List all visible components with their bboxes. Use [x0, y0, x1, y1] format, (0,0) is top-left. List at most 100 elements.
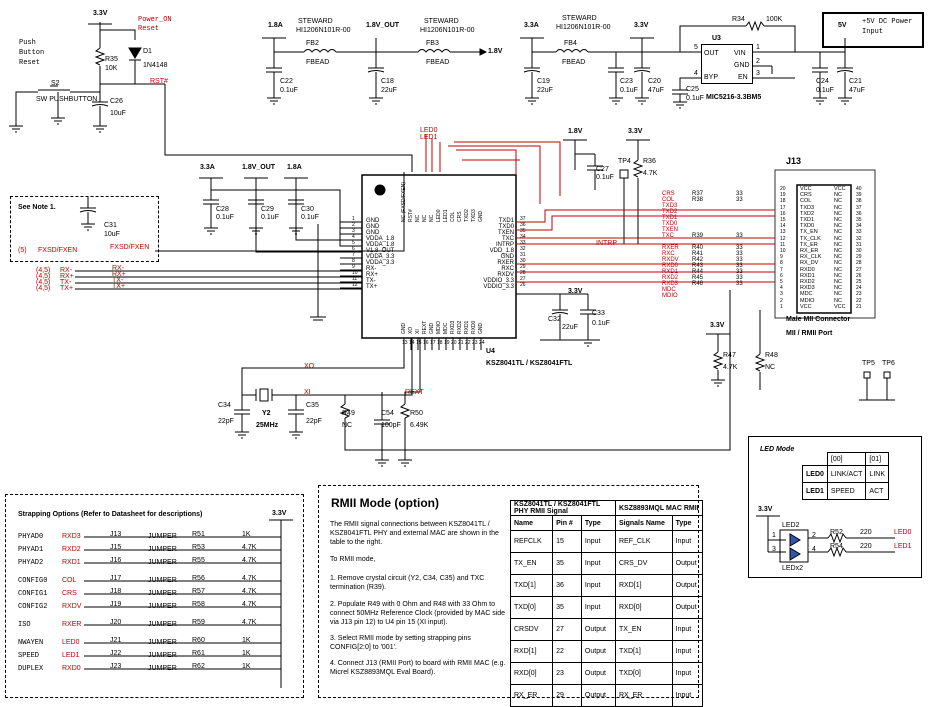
j13-right-pin: NC [834, 260, 842, 267]
strap-resistor-ref: R56 [192, 575, 205, 582]
net-ref: (4,5) [36, 267, 51, 274]
j13-right-num: 25 [856, 279, 862, 285]
net-ref: (5) [18, 247, 27, 254]
j13-left-num: 16 [780, 210, 786, 217]
d1-ref: D1 [143, 48, 152, 55]
led-mode-box [748, 436, 922, 578]
rail-label: 5V [838, 22, 847, 29]
rmii-to: To RMII mode, [330, 556, 376, 563]
rmii-step-3: 3. Select RMII mode by setting strapping… [330, 635, 471, 651]
j13-right-pin: NC [834, 285, 842, 292]
strap-signal: NWAYEN [18, 639, 44, 647]
u4-top-pin: LED0 [436, 209, 442, 222]
j13-right-pin: NC [834, 210, 842, 217]
j13-left-pin: VCC [800, 186, 812, 192]
strap-resistor-value: 1K [242, 650, 251, 657]
j13-left-pin: TXD3 [800, 204, 815, 211]
led-mode-cell: ACT [865, 482, 889, 500]
series-net-label: TXD3 [662, 203, 678, 209]
rmii-table-cell: RX_ER [509, 684, 554, 707]
r34-ref: R34 [732, 16, 745, 23]
u4-left-pin: TX+ [366, 284, 378, 290]
j13-right-num: 40 [856, 186, 862, 192]
j13-right-num: 34 [856, 223, 862, 230]
rmii-step-1: 1. Remove crystal circuit (Y2, C34, C35)… [330, 575, 485, 591]
rmii-table-cell: RXD[0] [615, 596, 673, 619]
series-resistor-value: 33 [736, 263, 743, 269]
rmii-table-cell: TXD[1] [615, 640, 673, 663]
u4-right-pin: TXC [502, 236, 514, 242]
u4-left-pin: GND [366, 218, 380, 224]
c23-value: 0.1uF [620, 87, 638, 94]
strapping-box [5, 494, 304, 698]
c31-ref: C31 [104, 222, 117, 229]
u4-bottom-pin: REXT [422, 320, 428, 334]
rail-label: 1.8A [287, 164, 302, 171]
u4-bottom-pin: MDC [443, 322, 449, 334]
strap-resistor-value: 4.7K [242, 575, 257, 582]
rmii-table-cell: RX_ER [615, 684, 673, 707]
strap-resistor-value: 1K [242, 637, 251, 644]
j13-left-num: 17 [780, 204, 786, 211]
series-net-label: MDC [662, 287, 676, 293]
series-net-label: MDIO [662, 293, 678, 299]
pin-number: 2 [812, 532, 816, 539]
pin-number: 4 [694, 70, 698, 77]
rmii-table-cell: Input [671, 640, 703, 663]
j13-left-pin: RX_ER [800, 248, 819, 254]
u3-part-number: MIC5216-3.3BM5 [706, 94, 762, 101]
c28-ref: C28 [216, 206, 229, 213]
tx-plus-wire: TX+ [112, 283, 126, 290]
strap-resistor-ref: R53 [192, 544, 205, 551]
led-mode-col-01: [01] [865, 452, 889, 466]
u4-right-pin: RXER [497, 260, 514, 266]
rmii-table-cell: TX_EN [509, 552, 554, 575]
strap-jumper-ref: J19 [110, 601, 122, 608]
r35-value: 10K [105, 65, 118, 72]
rmii-table-cell: TXD[0] [615, 662, 673, 685]
pin-number: 28 [520, 270, 526, 276]
strap-signal: SPEED [18, 652, 40, 660]
series-net-label: TXC [662, 233, 674, 239]
strap-jumper-ref: J20 [110, 619, 122, 626]
strapping-title: Strapping Options (Refer to Datasheet fo… [18, 511, 203, 518]
series-net-label: TXD2 [662, 209, 678, 215]
j13-left-num: 2 [780, 297, 783, 304]
j13-left-num: 7 [780, 266, 783, 273]
fxsd-net: FXSD/FXEN [38, 247, 78, 254]
c22-ref: C22 [280, 78, 293, 85]
series-resistor-value: 33 [736, 191, 743, 197]
rmii-table-cell: Input [671, 618, 703, 641]
u3-byp-pin: BYP [704, 74, 719, 81]
fb3-value: FBEAD [426, 59, 450, 66]
fb4-value: FBEAD [562, 59, 586, 66]
rmii-table-cell: TXD[1] [509, 574, 554, 597]
j13-left-pin: CRS [800, 192, 812, 199]
pin-number: 4 [352, 234, 355, 240]
c32-ref: C32 [548, 316, 561, 323]
u4-right-pin: RXC [501, 266, 514, 272]
y2-ref: Y2 [262, 410, 271, 417]
u4-right-pin: VDDIO_3.3 [483, 284, 514, 290]
strap-jumper-label: JUMPER [148, 546, 177, 553]
fb4-pn: HI1206N101R-00 [556, 24, 611, 31]
strap-signal: PHYAD1 [18, 546, 44, 554]
j13-right-pin: NC [834, 297, 842, 304]
rail-label: 3.3A [524, 22, 539, 29]
u4-left-pin: VDDA_3.3 [366, 254, 395, 260]
c20-value: 47uF [648, 87, 664, 94]
strap-net: RXD3 [62, 533, 81, 540]
rmii-table-cell: Output [580, 618, 617, 641]
strap-jumper-ref: J15 [110, 544, 122, 551]
u4-right-pin: INTRP [496, 242, 514, 248]
series-net-label: RXDV [662, 257, 679, 263]
strap-jumper-label: JUMPER [148, 533, 177, 540]
strap-signal: DUPLEX [18, 665, 44, 673]
j13-right-num: 39 [856, 192, 862, 199]
tx-plus-net: TX+ [60, 285, 74, 292]
c23-ref: C23 [620, 78, 633, 85]
strap-resistor-value: 1K [242, 663, 251, 670]
